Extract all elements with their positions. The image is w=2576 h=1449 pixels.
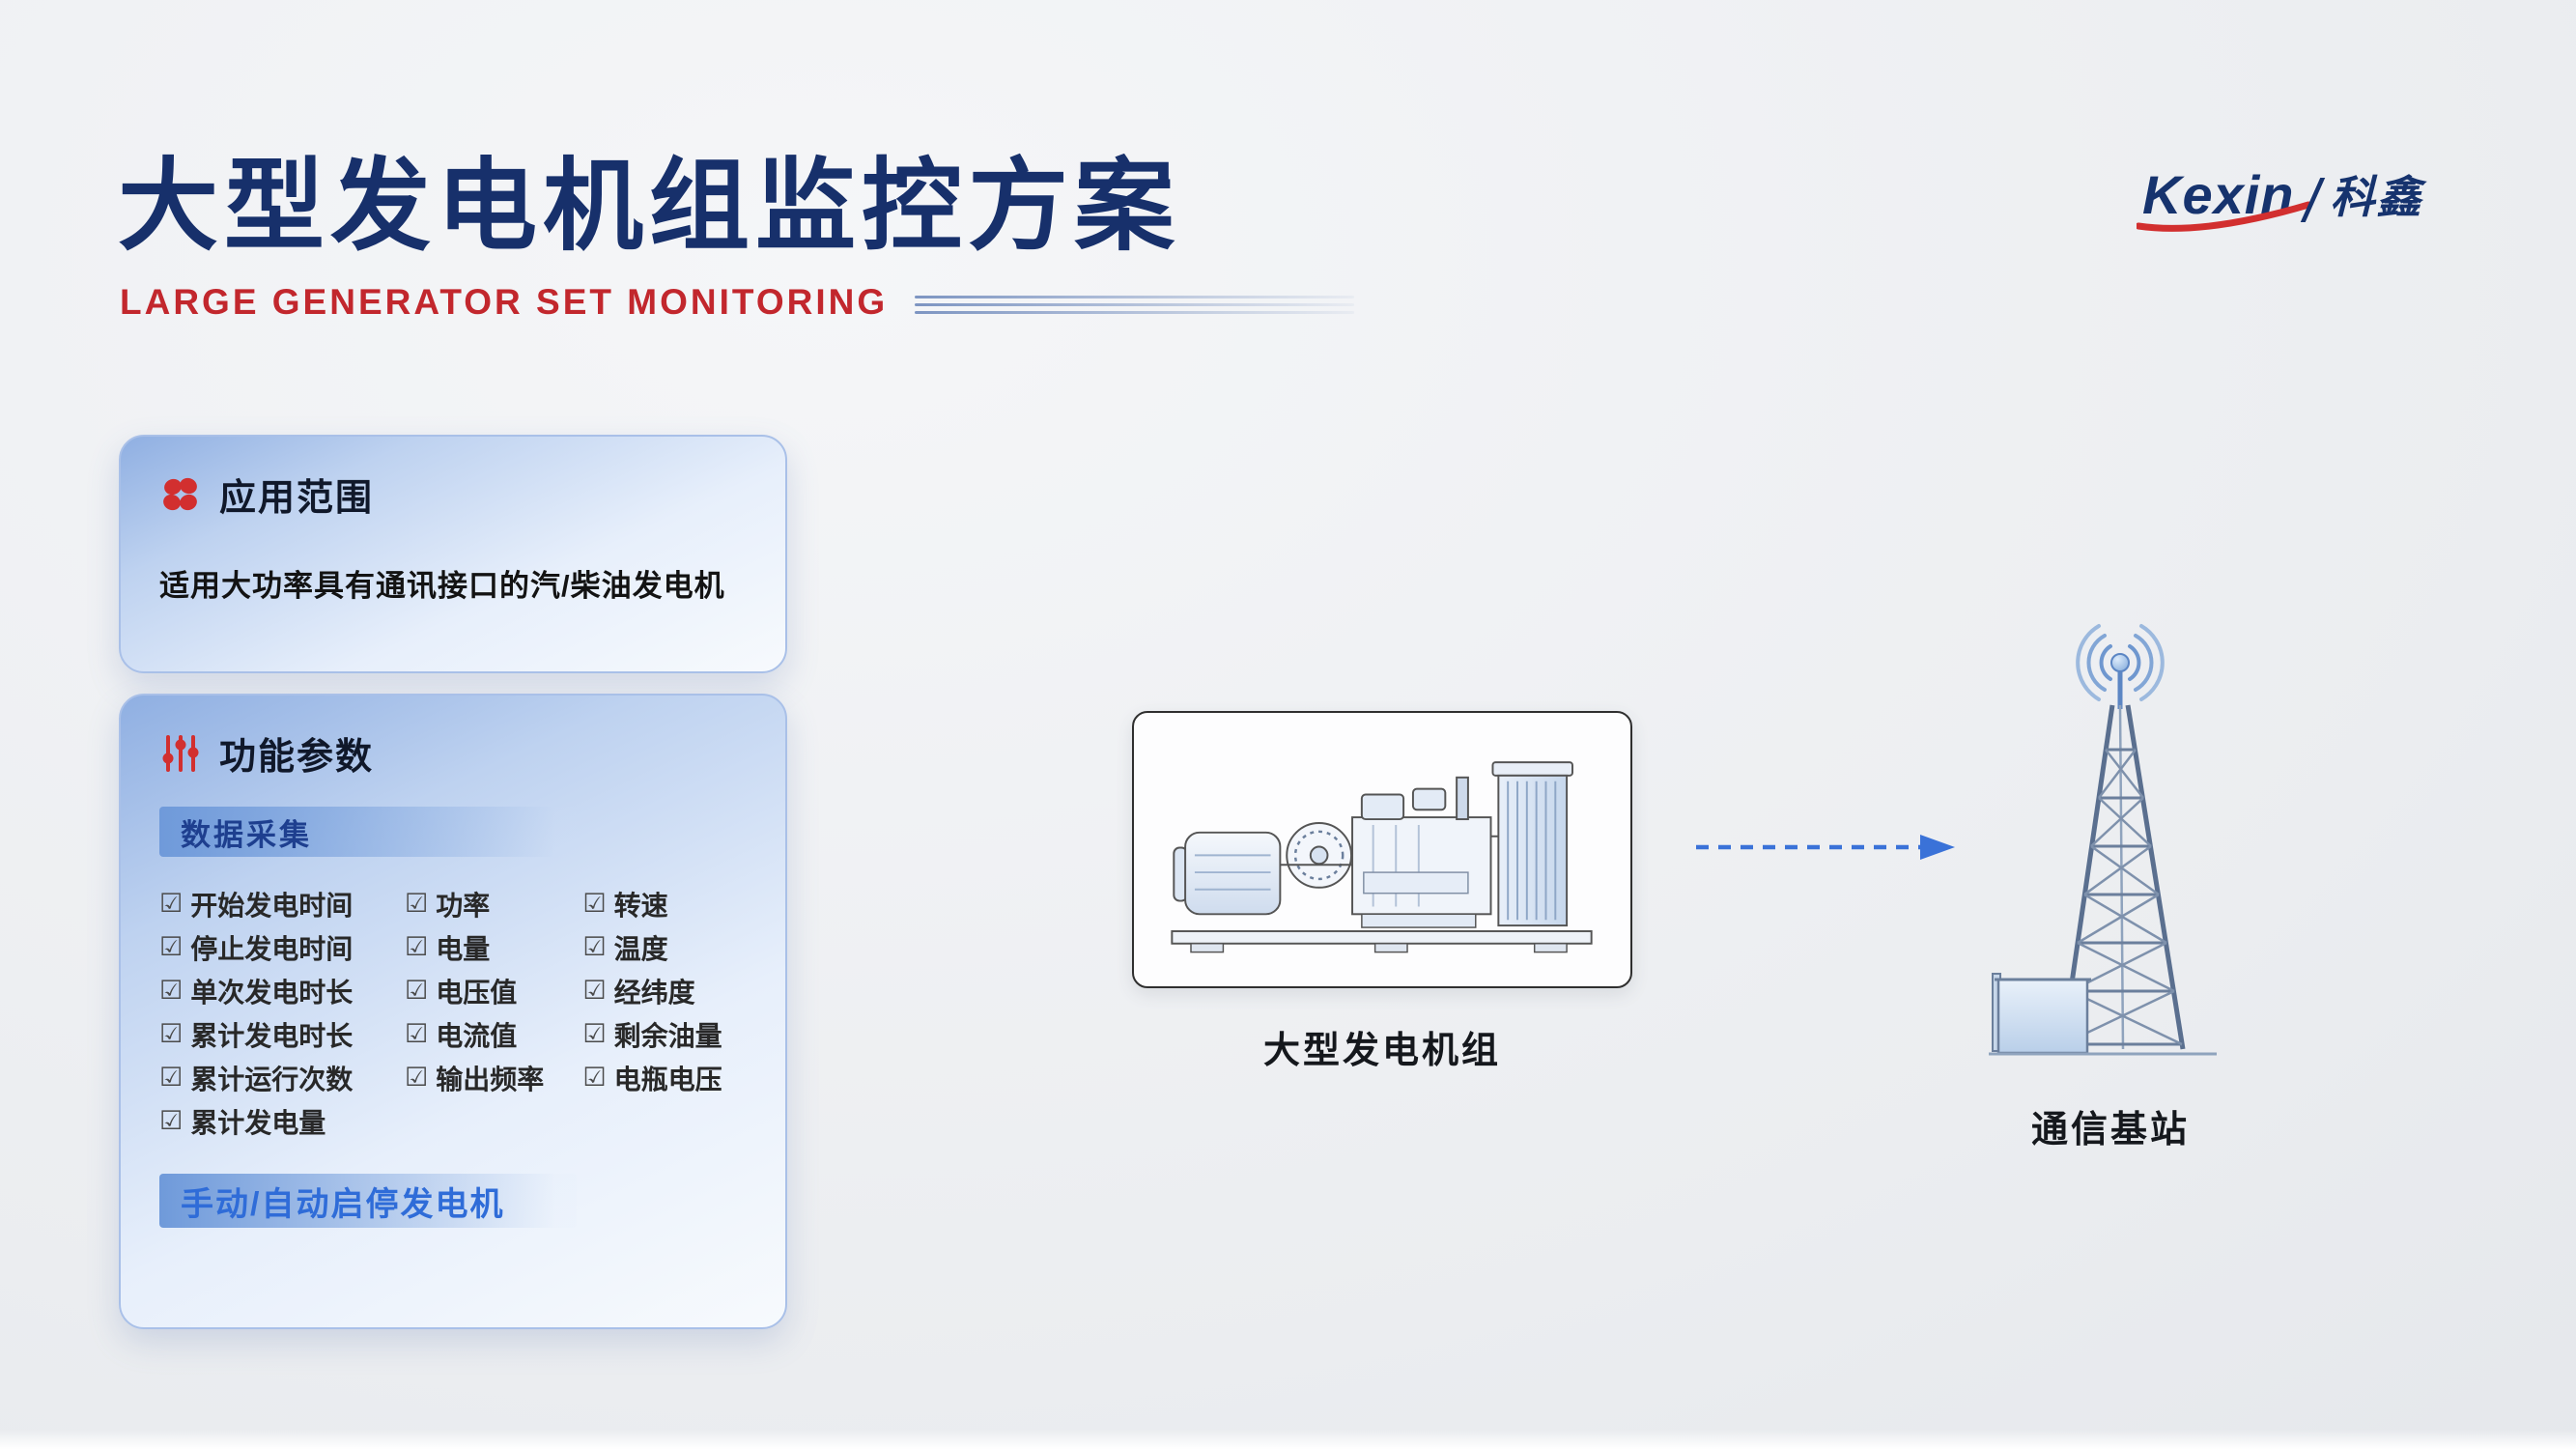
page-title: 大型发电机组监控方案	[118, 151, 1181, 263]
checklist-label: 电瓶电压	[613, 1064, 722, 1094]
checklist-label: 电量	[436, 933, 491, 964]
checklist-item: ☑累计发电时长	[159, 1012, 380, 1056]
checkbox-icon: ☑	[405, 932, 429, 961]
checkbox-icon: ☑	[159, 932, 184, 961]
data-collection-banner: 数据采集	[159, 807, 577, 857]
bottom-strip	[0, 1430, 2576, 1449]
checklist-label: 累计发电时长	[190, 1020, 354, 1051]
checkbox-icon: ☑	[159, 889, 184, 918]
checkbox-icon: ☑	[582, 889, 607, 918]
checkbox-icon: ☑	[582, 976, 607, 1005]
checkbox-icon: ☑	[159, 1063, 184, 1092]
checklist-item: ☑累计发电量	[159, 1099, 380, 1143]
checklist-label: 停止发电时间	[190, 933, 354, 964]
checklist-label: 经纬度	[613, 977, 695, 1008]
checklist-item: ☑温度	[582, 925, 747, 969]
subtitle-row: LARGE GENERATOR SET MONITORING	[120, 282, 1355, 323]
application-card-header: 应用范围	[159, 468, 747, 521]
checklist-label: 输出频率	[436, 1064, 545, 1094]
checklist-item: ☑功率	[405, 882, 557, 925]
checklist-label: 电流值	[436, 1020, 518, 1051]
generator-illustration	[1171, 761, 1593, 953]
checklist-label: 单次发电时长	[190, 977, 354, 1008]
checklist-item: ☑电量	[405, 925, 557, 969]
checklist-item: ☑经纬度	[582, 969, 747, 1012]
manual-auto-label: 手动/自动启停发电机	[181, 1185, 505, 1223]
brand-name-cn: 科鑫	[2330, 172, 2423, 222]
checklist-item: ☑开始发电时间	[159, 882, 380, 925]
checklist-label: 功率	[436, 890, 491, 921]
application-scope-card: 应用范围 适用大功率具有通讯接口的汽/柴油发电机	[119, 435, 787, 673]
checklist-label: 累计发电量	[190, 1107, 326, 1138]
subtitle-divider-lines	[915, 292, 1355, 314]
checklist-column-2: ☑功率 ☑电量 ☑电压值 ☑电流值 ☑输出频率	[405, 882, 557, 1143]
checkbox-icon: ☑	[405, 1063, 429, 1092]
generator-image-frame	[1132, 711, 1632, 988]
station-label: 通信基站	[2030, 1110, 2190, 1151]
checkbox-icon: ☑	[159, 1019, 184, 1048]
application-card-title: 应用范围	[219, 478, 375, 519]
checklist-item: ☑输出频率	[405, 1056, 557, 1099]
checkbox-icon: ☑	[582, 1063, 607, 1092]
checkbox-icon: ☑	[582, 932, 607, 961]
checklist-item: ☑电压值	[405, 969, 557, 1012]
checklist-item: ☑停止发电时间	[159, 925, 380, 969]
checklist-label: 剩余油量	[613, 1020, 722, 1051]
checklist-item: ☑剩余油量	[582, 1012, 747, 1056]
brand-logo-wordmark: Kexin	[2137, 163, 2312, 232]
checklist-column-1: ☑开始发电时间 ☑停止发电时间 ☑单次发电时长 ☑累计发电时长 ☑累计运行次数 …	[159, 882, 380, 1143]
page-subtitle: LARGE GENERATOR SET MONITORING	[120, 282, 889, 322]
application-card-description: 适用大功率具有通讯接口的汽/柴油发电机	[159, 569, 725, 603]
sliders-icon	[162, 734, 199, 772]
function-card-header: 功能参数	[159, 726, 747, 780]
checkbox-icon: ☑	[405, 1019, 429, 1048]
communication-tower-illustration	[1989, 624, 2217, 1056]
data-collection-label: 数据采集	[181, 817, 312, 852]
checklist-label: 温度	[613, 933, 668, 964]
checklist-label: 电压值	[436, 977, 518, 1008]
checkbox-icon: ☑	[159, 1106, 184, 1135]
checklist-item: ☑单次发电时长	[159, 969, 380, 1012]
checklist-item: ☑电瓶电压	[582, 1056, 747, 1099]
checkbox-icon: ☑	[159, 976, 184, 1005]
manual-auto-banner: 手动/自动启停发电机	[159, 1174, 577, 1228]
data-collection-checklist: ☑开始发电时间 ☑停止发电时间 ☑单次发电时长 ☑累计发电时长 ☑累计运行次数 …	[159, 882, 747, 1143]
checklist-item: ☑电流值	[405, 1012, 557, 1056]
checklist-item: ☑累计运行次数	[159, 1056, 380, 1099]
checklist-column-3: ☑转速 ☑温度 ☑经纬度 ☑剩余油量 ☑电瓶电压	[582, 882, 747, 1143]
checkbox-icon: ☑	[405, 976, 429, 1005]
checkbox-icon: ☑	[582, 1019, 607, 1048]
flow-arrow-icon	[1696, 835, 1955, 860]
petal-flower-icon	[163, 477, 197, 510]
checkbox-icon: ☑	[405, 889, 429, 918]
checklist-item: ☑转速	[582, 882, 747, 925]
generator-label: 大型发电机组	[1262, 1031, 1501, 1071]
checklist-label: 开始发电时间	[190, 890, 354, 921]
function-card-title: 功能参数	[219, 737, 375, 778]
checklist-label: 累计运行次数	[190, 1064, 354, 1094]
logo-swoosh-icon	[2137, 201, 2312, 232]
brand-logo: Kexin 科鑫	[2137, 162, 2423, 232]
checklist-label: 转速	[613, 890, 668, 921]
function-parameters-card: 功能参数 数据采集 ☑开始发电时间 ☑停止发电时间 ☑单次发电时长 ☑累计发电时…	[119, 694, 787, 1329]
